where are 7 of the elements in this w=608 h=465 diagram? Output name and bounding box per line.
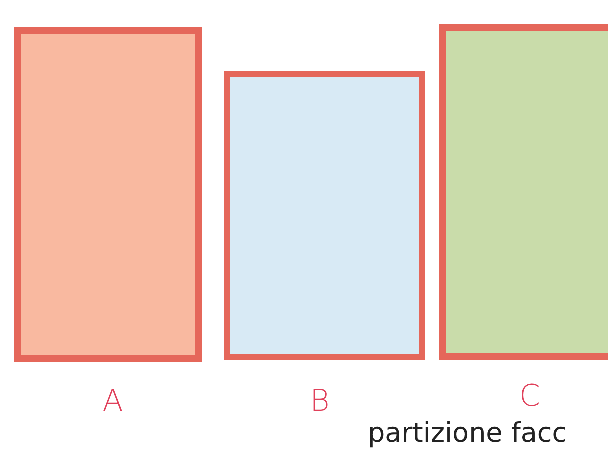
shape-label: C (518, 382, 542, 412)
rectangle (224, 71, 425, 360)
rectangle (439, 24, 608, 360)
caption-text: partizione facc (368, 420, 568, 447)
rectangle (14, 27, 202, 362)
shape-label: B (309, 387, 331, 417)
shape-label: A (102, 387, 124, 417)
